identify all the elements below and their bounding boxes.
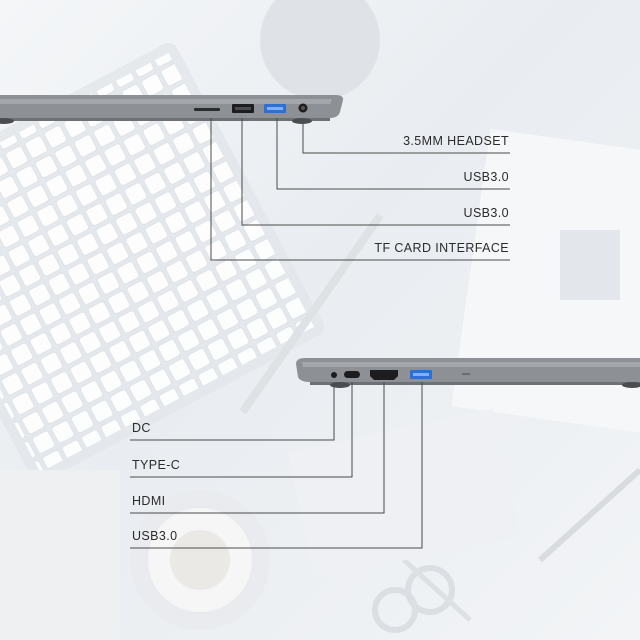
background-keyboard [0,43,325,483]
dc-port [331,372,337,378]
background-pen [537,467,640,563]
tf-card-slot [194,108,220,111]
label-hdmi: HDMI [132,494,166,508]
leader-headset [302,118,510,154]
background-pot [260,0,380,100]
background-pencil [239,213,384,415]
leader-usb-a [276,118,510,190]
leader-type-c [130,382,353,478]
leader-dc [130,382,335,441]
label-usb-1: USB3.0 [463,170,509,184]
type-c-port [344,371,360,378]
leader-tf-card [210,118,510,261]
leader-hdmi [130,382,385,514]
label-usb-3: USB3.0 [132,529,178,543]
hdmi-port [370,370,398,380]
leader-usb-c [130,382,423,549]
leader-usb-b [241,118,510,226]
label-tf-card: TF CARD INTERFACE [374,241,509,255]
label-headset: 3.5MM HEADSET [403,134,509,148]
label-usb-2: USB3.0 [463,206,509,220]
label-type-c: TYPE-C [132,458,181,472]
label-dc: DC [132,421,151,435]
